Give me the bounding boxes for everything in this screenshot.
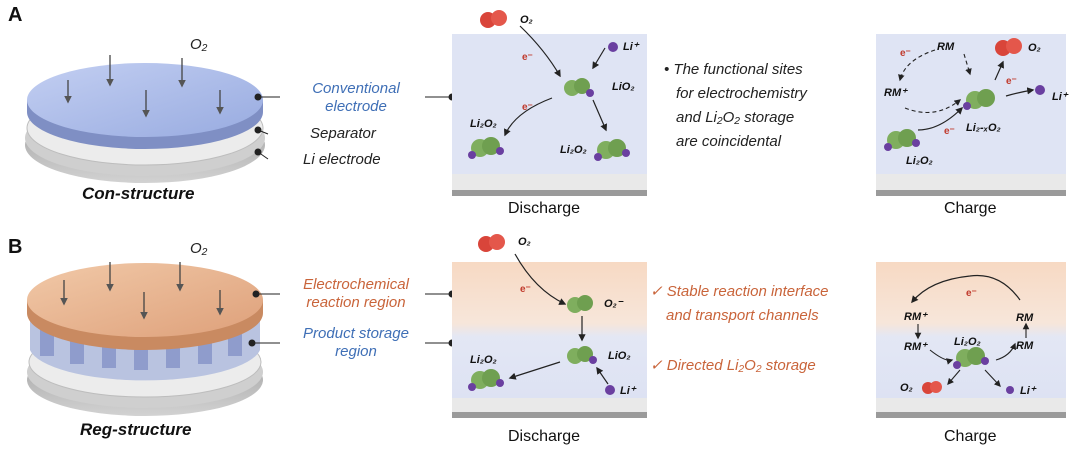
b-discharge-caption: Discharge (508, 428, 581, 445)
b-check-line-3: ✓ Directed Li₂O₂ storage (650, 357, 816, 374)
storage-region-label: Product storage region (286, 325, 426, 361)
panel-letter-b: B (8, 236, 23, 258)
a-charge-electron-2: e⁻ (1006, 76, 1017, 87)
a-charge-o2: O₂ (1028, 42, 1041, 54)
a-charge-electron-1: e⁻ (900, 48, 911, 59)
b-discharge-lio2: LiO₂ (608, 350, 631, 362)
o2-label-b: O₂ (190, 240, 208, 257)
separator-label: Separator (310, 125, 376, 142)
b-charge-caption: Charge (944, 428, 997, 445)
a-note-line-1: • The functional sites (664, 61, 803, 78)
panel-letter-a: A (8, 4, 23, 26)
b-charge-electron: e⁻ (966, 288, 977, 299)
b-discharge-li-plus: Li⁺ (620, 385, 636, 397)
con-structure-disk (25, 55, 265, 183)
a-discharge-electron-2: e⁻ (522, 102, 533, 113)
a-note-line-2: for electrochemistry (676, 85, 807, 102)
con-structure-label: Con-structure (82, 184, 195, 203)
conventional-electrode-line2: electrode (325, 98, 387, 115)
a-discharge-li-plus: Li⁺ (623, 41, 639, 53)
a-note: • The functional sites for electrochemis… (664, 58, 807, 154)
b-discharge-electron: e⁻ (520, 284, 531, 295)
reaction-region-label: Electrochemical reaction region (286, 276, 426, 312)
b-discharge-o2-minus: O₂⁻ (604, 298, 623, 310)
a-charge-rm: RM (937, 41, 955, 53)
a-discharge-o2: O₂ (520, 14, 533, 26)
reaction-region-line2: reaction region (306, 294, 406, 311)
b-charge-box (876, 262, 1066, 418)
b-charge-rm-plus-1: RM⁺ (904, 311, 927, 323)
reg-structure-disk (27, 262, 263, 416)
a-charge-box (876, 34, 1066, 196)
b-charge-li-plus: Li⁺ (1020, 385, 1036, 397)
a-discharge-li2o2-left: Li₂O₂ (470, 118, 497, 130)
storage-region-line2: region (335, 343, 377, 360)
a-charge-li2o2: Li₂O₂ (906, 155, 933, 167)
li-electrode-label: Li electrode (303, 151, 381, 168)
a-discharge-caption: Discharge (508, 200, 581, 217)
a-charge-li-plus: Li⁺ (1052, 91, 1068, 103)
storage-region-line1: Product storage (303, 325, 409, 342)
b-charge-li2o2: Li₂O₂ (954, 336, 981, 348)
b-discharge-box (452, 234, 647, 418)
b-charge-rm-1: RM (1016, 312, 1034, 324)
a-charge-electron-3: e⁻ (944, 126, 955, 137)
a-charge-caption: Charge (944, 200, 997, 217)
b-check-line-1: ✓ Stable reaction interface (650, 283, 829, 300)
a-charge-rm-plus: RM⁺ (884, 87, 907, 99)
a-discharge-lio2: LiO₂ (612, 81, 635, 93)
reaction-region-line1: Electrochemical (303, 276, 409, 293)
b-check-line-2: and transport channels (666, 307, 819, 324)
b-discharge-o2: O₂ (518, 236, 531, 248)
a-discharge-electron-1: e⁻ (522, 52, 533, 63)
conventional-electrode-label: Conventional electrode (296, 80, 416, 116)
b-charge-rm-plus-2: RM⁺ (904, 341, 927, 353)
a-charge-li2xo2: Li₂-ₓO₂ (966, 122, 1001, 134)
conventional-electrode-line1: Conventional (312, 80, 400, 97)
b-discharge-li2o2: Li₂O₂ (470, 354, 497, 366)
a-note-line-3: and Li₂O₂ storage (676, 109, 795, 126)
a-note-line-4: are coincidental (676, 133, 782, 150)
a-discharge-box (452, 10, 647, 196)
o2-label-a: O₂ (190, 36, 208, 53)
b-charge-o2: O₂ (900, 382, 913, 394)
b-checks: ✓ Stable reaction interface and transpor… (650, 280, 829, 378)
b-charge-rm-2: RM (1016, 340, 1034, 352)
a-discharge-li2o2-right: Li₂O₂ (560, 144, 587, 156)
reg-structure-label: Reg-structure (80, 420, 192, 439)
